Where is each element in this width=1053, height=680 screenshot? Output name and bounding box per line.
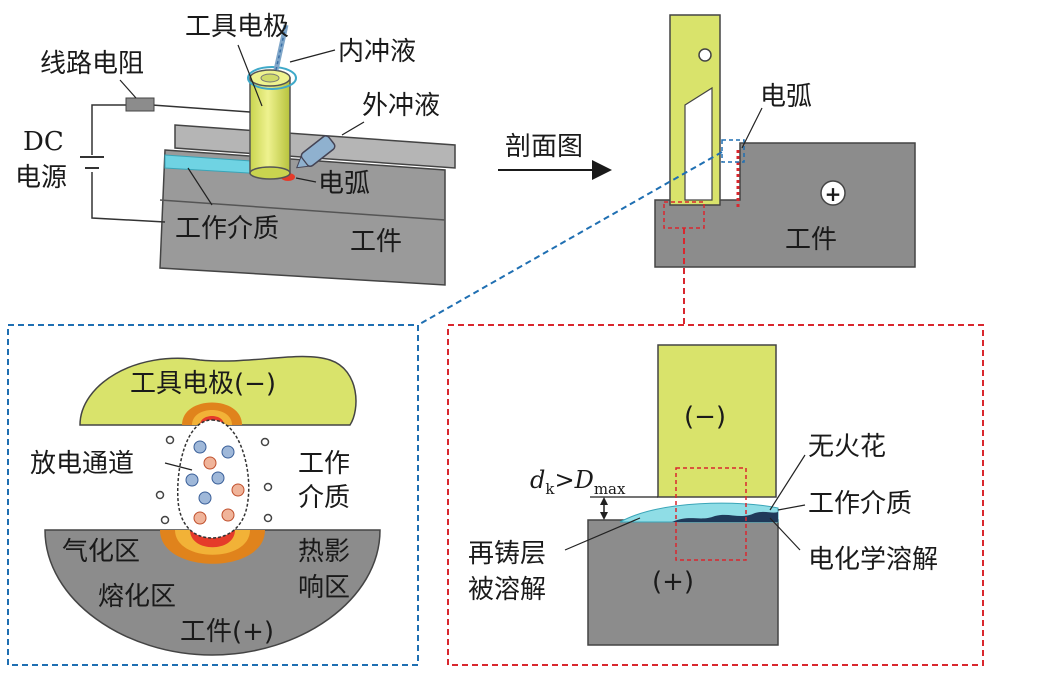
label-overview-arc: 电弧 [318,169,370,199]
overview-workpiece-edge [159,199,446,221]
label-section-arc: 电弧 [760,82,812,112]
left-detail-electrode [79,355,357,426]
discharge-ions [185,440,245,525]
label-right-workpiece-polarity: (+) [652,567,694,597]
label-power-source: 电源 [15,163,67,193]
overview-panel: 工具电极 线路电阻 内冲液 外冲液 DC 电源 电弧 工作介质 工件 [15,12,456,286]
label-right-tool-polarity: (−) [684,402,726,432]
section-panel: + 电弧 工件 [654,14,916,268]
label-heat-affected-1: 热影 [298,537,350,567]
label-discharge-channel: 放电通道 [30,449,134,479]
label-left-medium-1: 工作 [298,449,350,479]
overview-circuit-wire-top [91,104,128,155]
label-overview-medium: 工作介质 [175,214,279,244]
label-no-spark: 无火花 [808,432,886,462]
section-plus-circle [820,180,846,206]
left-detail-frame [7,324,419,666]
label-recast-1: 再铸层 [468,539,546,569]
label-inner-flush: 内冲液 [338,37,416,67]
label-gap-condition: dk>Dmax [530,466,626,498]
label-left-workpiece: 工件(+) [180,617,274,647]
left-detail-workpiece [44,529,381,656]
label-line-resistor: 线路电阻 [40,49,144,79]
label-tool-electrode: 工具电极 [185,12,289,42]
label-heat-affected-2: 响区 [298,573,350,603]
label-dc: DC [23,127,64,157]
label-right-medium: 工作介质 [808,489,912,519]
section-plus-sign: + [825,182,842,206]
overview-tool-electrode [247,24,297,180]
blue-connector [417,151,723,326]
right-detail-frame [447,324,984,666]
label-molten-zone: 熔化区 [98,582,176,612]
label-recast-2: 被溶解 [468,575,546,605]
section-electrode-slot [684,86,713,201]
label-section-view: 剖面图 [505,132,583,162]
section-workpiece [654,142,916,268]
right-detail-electrode [657,344,777,498]
right-detail-red-box [675,467,747,561]
label-electrochemical: 电化学溶解 [808,545,938,575]
label-section-workpiece: 工件 [785,225,837,255]
right-detail-panel: (−) (+) dk>Dmax 无火花 工作介质 电化学溶解 再铸层 被溶解 [447,324,984,666]
label-left-tool-electrode: 工具电极(−) [130,369,276,399]
medium-particles [155,435,273,525]
right-detail-workpiece [587,519,779,646]
dissolution-layer [672,511,778,522]
section-arrow: 剖面图 [498,132,612,180]
label-overview-workpiece: 工件 [350,227,402,257]
label-left-medium-2: 介质 [298,483,350,513]
section-electrode-hole [698,48,712,62]
label-outer-flush: 外冲液 [362,91,440,121]
left-detail-panel: 工具电极(−) 放电通道 工作 介质 气化区 熔化区 热影 响区 工件(+) [7,324,419,666]
overview-workpiece-body [159,149,446,286]
overview-outer-nozzle [296,135,336,169]
overview-circuit-wire-right [151,104,251,113]
overview-circuit-wire-bottom [91,172,166,223]
overview-resistor [125,97,155,112]
label-vaporized-zone: 气化区 [62,537,140,567]
section-blue-box [721,139,745,163]
